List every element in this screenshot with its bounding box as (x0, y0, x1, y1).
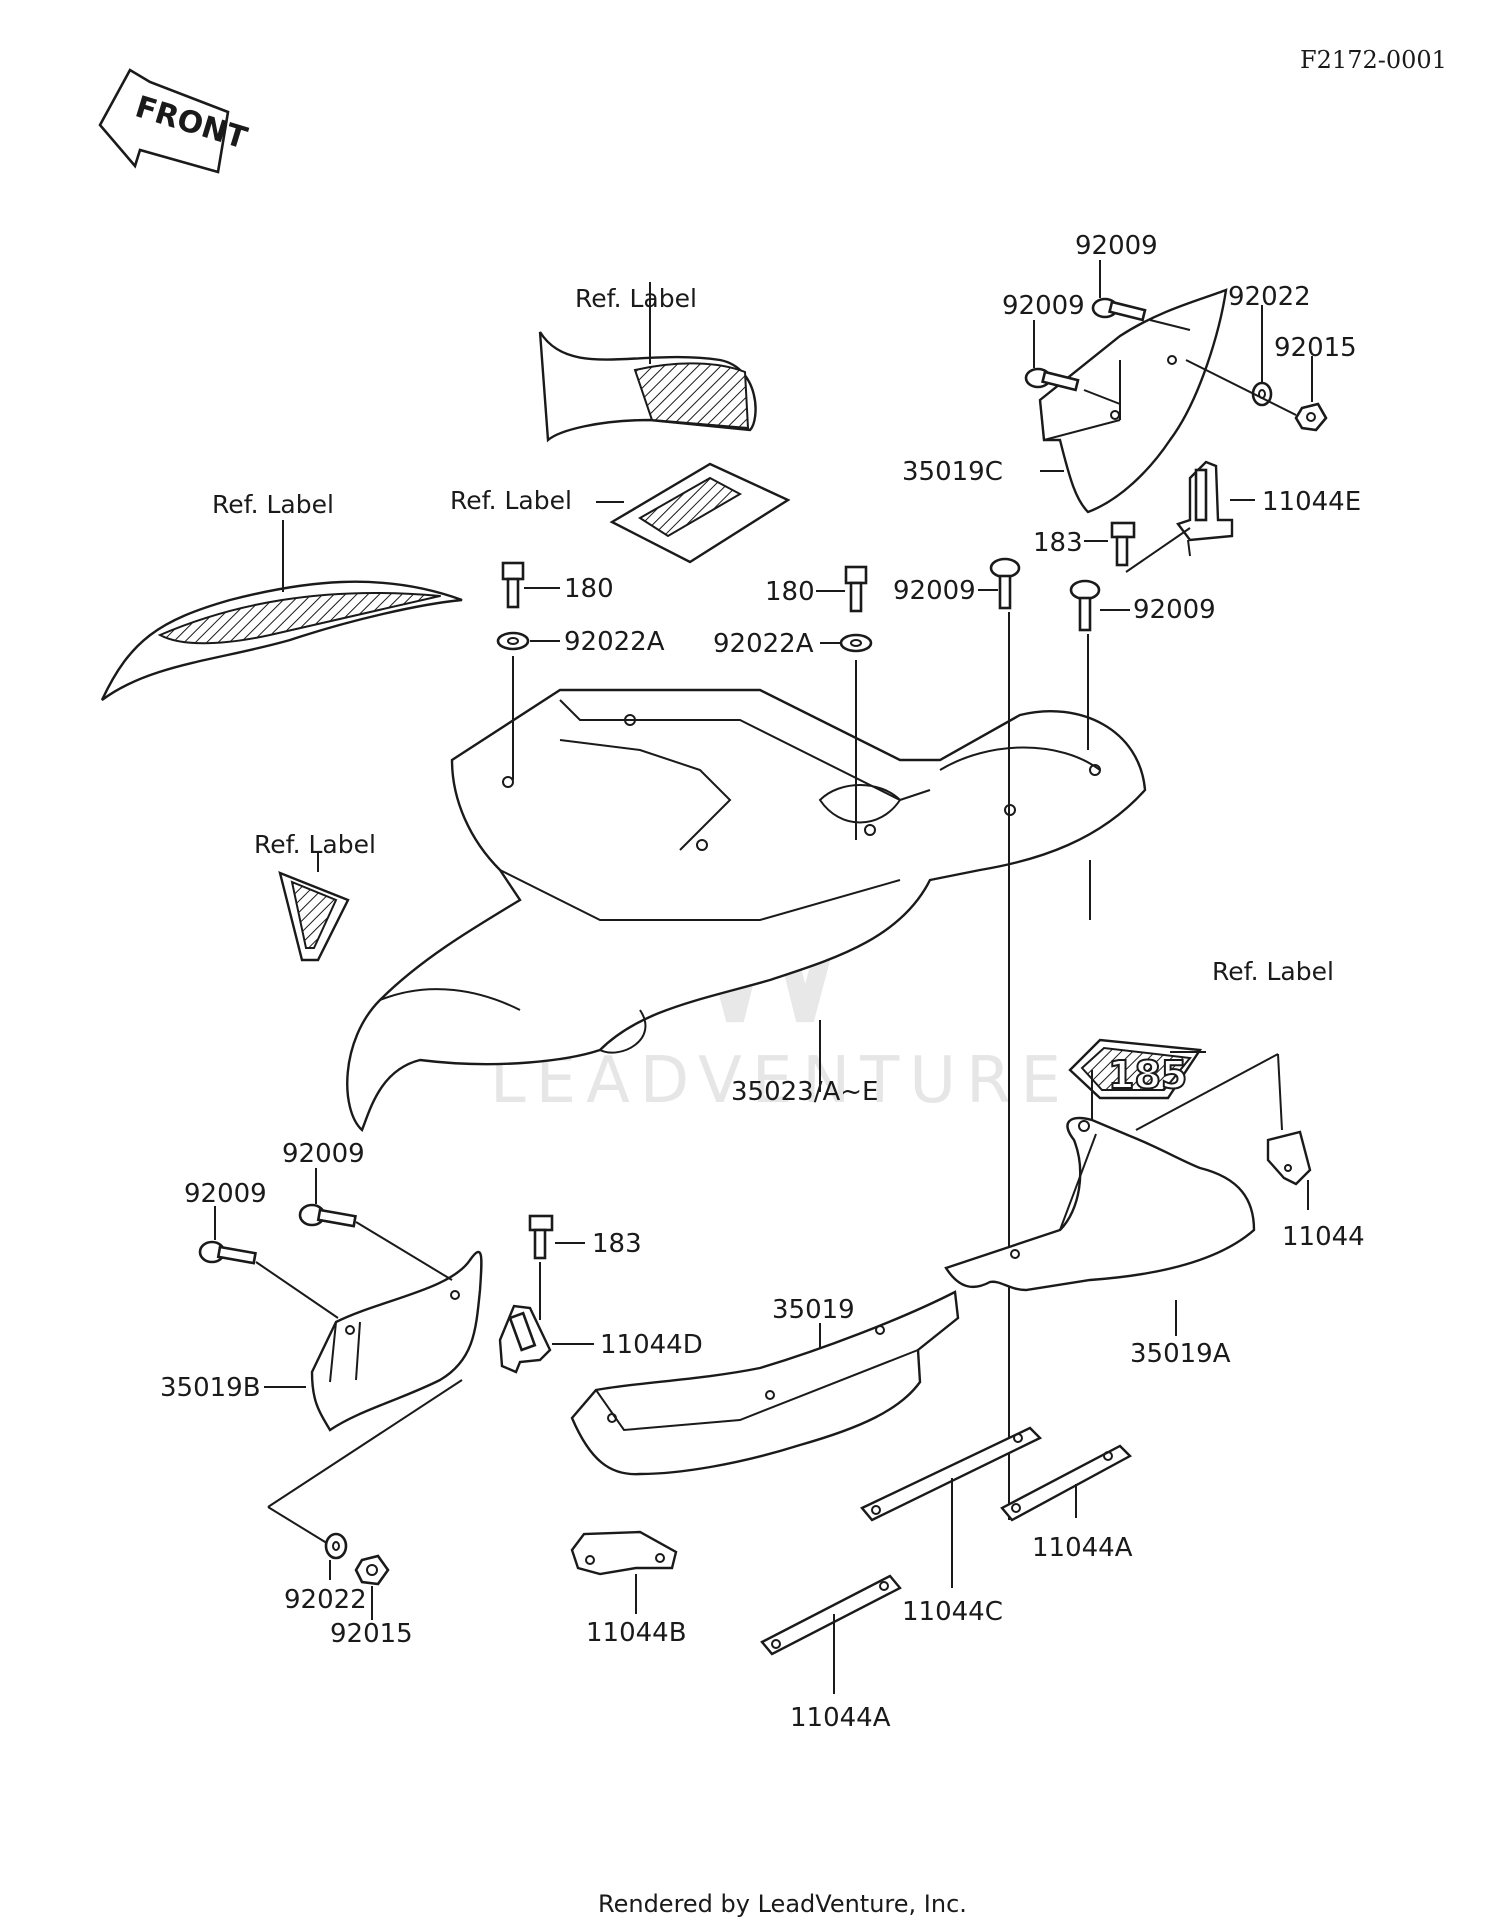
bolt-92009-topright-a-icon (1091, 297, 1147, 322)
ref-label-long-decal (100, 580, 463, 701)
part-35019A: 35019A (1130, 1339, 1231, 1369)
ref-label-small-decal (278, 871, 350, 962)
ref-label-top: Ref. Label (575, 284, 697, 313)
nut-92015-topright-icon (1294, 402, 1328, 432)
bracket-11044 (1266, 1130, 1312, 1186)
part-11044: 11044 (1282, 1222, 1365, 1252)
part-92009-right: 92009 (1133, 595, 1216, 625)
part-92022A-center: 92022A (713, 629, 814, 659)
footer-credit: Rendered by LeadVenture, Inc. (598, 1890, 967, 1918)
part-92009-topright-a: 92009 (1075, 231, 1158, 261)
bracket-11044A-right (1000, 1444, 1132, 1522)
part-11044E: 11044E (1262, 487, 1361, 517)
bracket-11044A-bottom (760, 1574, 902, 1656)
front-arrow-icon: FRONT (98, 68, 252, 174)
ref-label-small: Ref. Label (254, 830, 376, 859)
decal-185-text: 185 (1108, 1053, 1187, 1097)
part-180-center: 180 (765, 577, 815, 607)
side-cover-35019B (310, 1251, 483, 1432)
footrest-35019 (570, 1290, 960, 1476)
part-183-bottom: 183 (592, 1229, 642, 1259)
watermark-text: LEADVENTURE (490, 1044, 1071, 1118)
bracket-11044C (860, 1426, 1043, 1522)
bracket-11044B (570, 1530, 678, 1576)
part-35019: 35019 (772, 1295, 855, 1325)
bolt-92009-bottomleft-b-icon (198, 1240, 257, 1265)
bolt-92009-middle-icon (989, 557, 1021, 610)
bracket-11044D (498, 1304, 552, 1374)
ref-label-fender-decal (538, 331, 757, 443)
part-11044A-bottom: 11044A (790, 1703, 891, 1733)
part-35019B: 35019B (160, 1373, 261, 1403)
part-92009-middle: 92009 (893, 576, 976, 606)
part-11044D: 11044D (600, 1330, 703, 1360)
part-11044B: 11044B (586, 1618, 687, 1648)
part-11044C: 11044C (902, 1597, 1003, 1627)
bolt-92009-bottomleft-a-icon (298, 1203, 357, 1228)
part-92015-bottomleft: 92015 (330, 1619, 413, 1649)
bolt-180-left-icon (501, 561, 525, 609)
bolt-180-center-icon (844, 565, 868, 613)
ref-label-center: Ref. Label (450, 486, 572, 515)
nut-92015-bottomleft-icon (354, 1554, 390, 1586)
part-92022-bottomleft: 92022 (284, 1585, 367, 1615)
washer-92022A-center-icon (839, 633, 873, 653)
bolt-92009-right-icon (1069, 579, 1101, 632)
side-cover-35019C (1038, 288, 1228, 514)
ref-label-important-card (609, 462, 791, 564)
part-92015-topright: 92015 (1274, 333, 1357, 363)
footrest-35019A (944, 1116, 1256, 1292)
part-92022A-left: 92022A (564, 627, 665, 657)
part-35019C: 35019C (902, 457, 1003, 487)
part-35023: 35023/A~E (731, 1077, 878, 1107)
bolt-183-top-icon (1110, 521, 1136, 567)
bracket-11044E (1176, 460, 1234, 557)
part-11044A-right: 11044A (1032, 1533, 1133, 1563)
washer-92022A-left-icon (496, 631, 530, 651)
ref-label-left: Ref. Label (212, 490, 334, 519)
part-92009-bottomleft-a: 92009 (282, 1139, 365, 1169)
part-92022-topright: 92022 (1228, 282, 1311, 312)
washer-92022-bottomleft-icon (324, 1532, 348, 1560)
rear-fender-35023 (346, 688, 1147, 1133)
part-92009-topright-b: 92009 (1002, 291, 1085, 321)
bolt-92009-topright-b-icon (1024, 367, 1080, 392)
part-180-left: 180 (564, 574, 614, 604)
part-92009-bottomleft-b: 92009 (184, 1179, 267, 1209)
ref-label-decal: Ref. Label (1212, 957, 1334, 986)
part-183-top: 183 (1033, 528, 1083, 558)
ref-label-185-decal: 185 (1068, 1038, 1203, 1100)
diagram-code: F2172-0001 (1300, 46, 1447, 74)
bolt-183-bottom-icon (528, 1214, 554, 1260)
